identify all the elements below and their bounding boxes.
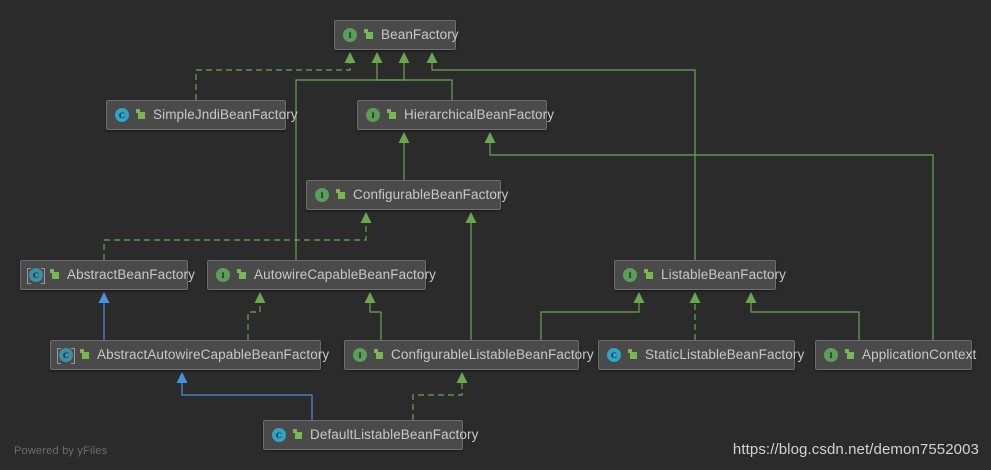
abstract-class-icon: C (27, 267, 45, 284)
class-icon: C (114, 107, 130, 123)
edge-defaultlistablebeanfactory-to-abstractautowirecapablebeanfactory (176, 372, 313, 420)
edge-simplejndibeanfactory-to-beanfactory (195, 52, 356, 100)
class-node-label: ListableBeanFactory (661, 267, 786, 283)
class-node-configurablelistablebeanfactory[interactable]: I ConfigurableListableBeanFactory (344, 340, 594, 370)
class-node-staticlistablebeanfactory[interactable]: C StaticListableBeanFactory (598, 340, 804, 370)
member-marker-icon (136, 109, 147, 121)
interface-icon: I (823, 347, 839, 363)
member-marker-icon (387, 109, 398, 121)
member-marker-icon (644, 269, 655, 281)
class-node-label: DefaultListableBeanFactory (310, 427, 479, 443)
edge-applicationcontext-to-hierarchicalbeanfactory (484, 132, 934, 340)
class-node-simplejndibeanfactory[interactable]: C SimpleJndiBeanFactory (106, 100, 298, 130)
class-node-label: AutowireCapableBeanFactory (254, 267, 436, 283)
class-node-label: HierarchicalBeanFactory (404, 107, 555, 123)
class-node-label: AbstractAutowireCapableBeanFactory (97, 347, 330, 363)
class-node-beanfactory[interactable]: I BeanFactory (334, 20, 459, 50)
interface-icon: I (314, 187, 330, 203)
class-node-label: StaticListableBeanFactory (645, 347, 805, 363)
class-node-label: ConfigurableBeanFactory (353, 187, 509, 203)
class-node-autowirecapablebeanfactory[interactable]: I AutowireCapableBeanFactory (207, 260, 436, 290)
member-marker-icon (336, 189, 347, 201)
class-node-configurablebeanfactory[interactable]: I ConfigurableBeanFactory (306, 180, 508, 210)
member-marker-icon (374, 349, 385, 361)
member-marker-icon (845, 349, 856, 361)
class-node-defaultlistablebeanfactory[interactable]: C DefaultListableBeanFactory (263, 420, 478, 450)
class-node-label: ApplicationContext (862, 347, 977, 363)
edge-configurablelistablebeanfactory-to-autowirecapablebeanfactory (364, 292, 382, 340)
interface-icon: I (365, 107, 381, 123)
interface-icon: I (342, 27, 358, 43)
class-node-label: BeanFactory (381, 27, 459, 43)
member-marker-icon (80, 349, 91, 361)
edge-listablebeanfactory-to-beanfactory (426, 52, 696, 260)
class-icon: C (606, 347, 622, 363)
edge-hierarchicalbeanfactory-to-beanfactory (371, 52, 453, 100)
member-marker-icon (628, 349, 639, 361)
edge-abstractbeanfactory-to-configurablebeanfactory (103, 212, 372, 260)
interface-icon: I (352, 347, 368, 363)
abstract-class-icon: C (57, 347, 75, 364)
member-marker-icon (50, 269, 61, 281)
class-node-applicationcontext[interactable]: I ApplicationContext (815, 340, 976, 370)
watermark-url: https://blog.csdn.net/demon7552003 (732, 441, 979, 458)
class-node-abstractautowirecapablebeanfactory[interactable]: C AbstractAutowireCapableBeanFactory (50, 340, 329, 370)
class-node-hierarchicalbeanfactory[interactable]: I HierarchicalBeanFactory (357, 100, 554, 130)
edge-configurablelistablebeanfactory-to-listablebeanfactory (540, 292, 645, 340)
class-node-listablebeanfactory[interactable]: I ListableBeanFactory (614, 260, 786, 290)
edge-abstractautowirecapablebeanfactory-to-autowirecapablebeanfactory (247, 292, 266, 340)
class-node-label: SimpleJndiBeanFactory (153, 107, 298, 123)
edge-autowirecapablebeanfactory-to-beanfactory (295, 52, 410, 260)
edge-applicationcontext-to-listablebeanfactory (745, 292, 860, 340)
class-icon: C (271, 427, 287, 443)
edge-defaultlistablebeanfactory-to-configurablelistablebeanfactory (412, 372, 468, 420)
interface-icon: I (215, 267, 231, 283)
class-node-abstractbeanfactory[interactable]: C AbstractBeanFactory (20, 260, 195, 290)
class-node-label: ConfigurableListableBeanFactory (391, 347, 594, 363)
member-marker-icon (293, 429, 304, 441)
interface-icon: I (622, 267, 638, 283)
class-node-label: AbstractBeanFactory (67, 267, 195, 283)
member-marker-icon (237, 269, 248, 281)
powered-by-label: Powered by yFiles (14, 445, 108, 457)
member-marker-icon (364, 29, 375, 41)
